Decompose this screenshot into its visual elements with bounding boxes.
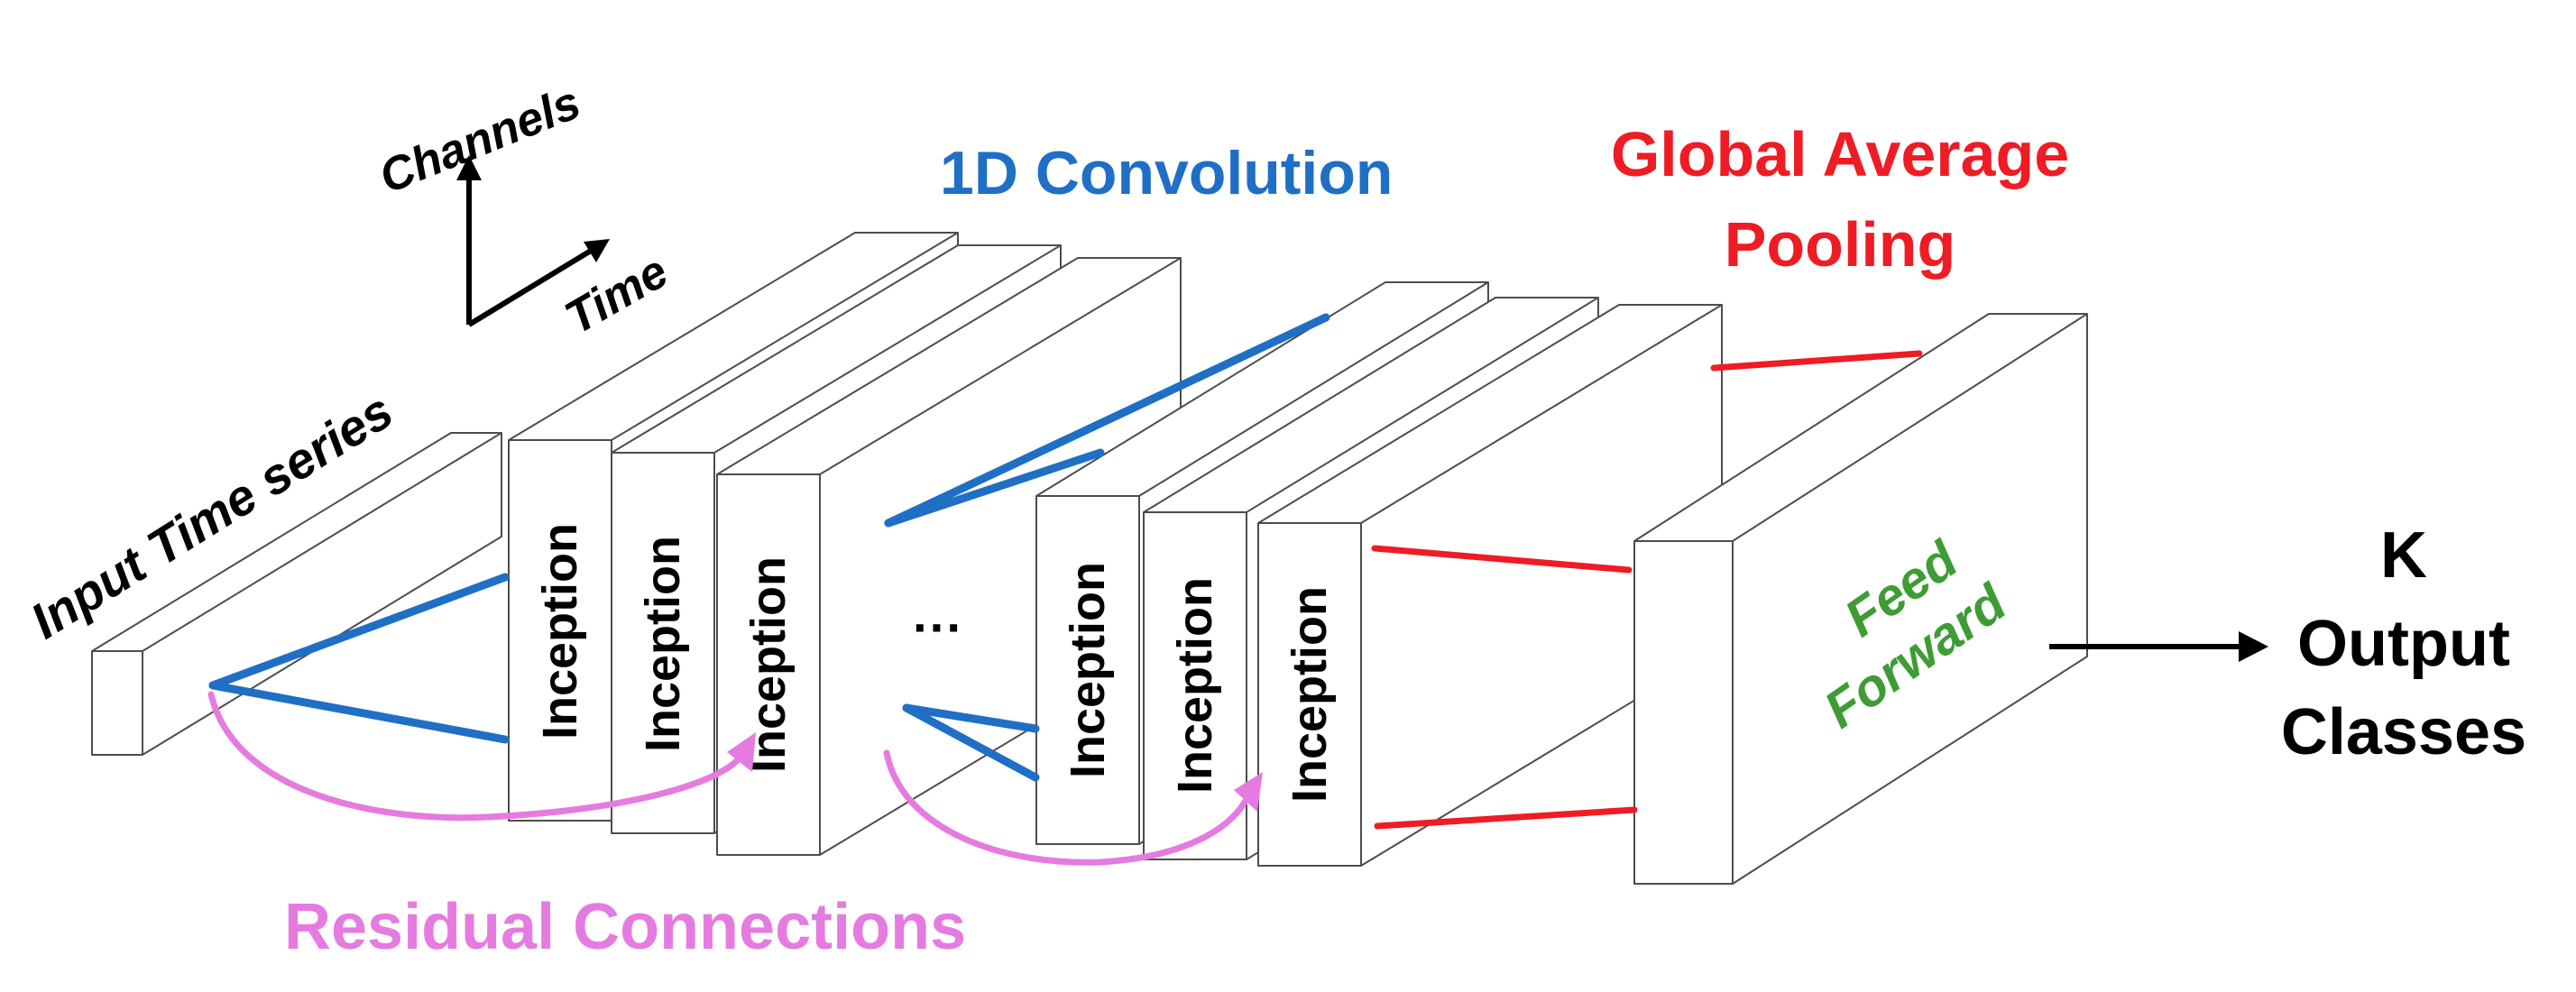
channels-label: Channels — [373, 77, 588, 204]
inception-label-6: Inception — [1283, 586, 1337, 803]
conv-line — [902, 703, 1040, 782]
residual-arrowhead-1 — [727, 732, 756, 772]
channels-arrowhead — [456, 155, 482, 180]
pooling-label-line1: Global Average — [1611, 119, 2069, 189]
inception-label-5: Inception — [1168, 577, 1222, 794]
conv-line — [208, 573, 510, 690]
residual-label: Residual Connections — [284, 891, 966, 963]
pooling-line — [1371, 545, 1633, 574]
time-arrowhead — [584, 239, 610, 262]
residual-arrowhead-2 — [1234, 772, 1263, 812]
inception-label-4: Inception — [1061, 562, 1115, 778]
pooling-line — [1710, 350, 1923, 372]
conv-line — [884, 448, 1105, 528]
output-arrowhead — [2239, 631, 2268, 662]
output-label-line1: K — [2380, 519, 2427, 592]
residual-arcs — [207, 691, 1263, 866]
output-label-line3: Classes — [2281, 696, 2526, 768]
input-series-box — [91, 432, 502, 756]
residual-arc-2 — [883, 749, 1253, 866]
ellipsis: ··· — [913, 599, 963, 656]
convolution-lines — [208, 313, 1330, 782]
pooling-line — [1374, 806, 1638, 830]
inception-labels: Inception Inception Inception Inception … — [533, 523, 1337, 803]
convolution-label: 1D Convolution — [940, 139, 1393, 207]
residual-arc-1 — [207, 691, 745, 822]
inception-label-2: Inception — [636, 536, 690, 752]
pooling-lines — [1371, 350, 1923, 830]
conv-line — [208, 681, 510, 744]
pooling-label-line2: Pooling — [1725, 209, 1956, 280]
conv-line — [902, 703, 1040, 733]
feed-forward-box — [1633, 313, 2088, 885]
conv-line — [884, 313, 1330, 528]
axis-indicator: Channels Time — [373, 77, 677, 345]
time-axis — [467, 248, 593, 327]
output-label-line2: Output — [2297, 608, 2510, 680]
inception-label-1: Inception — [533, 523, 587, 739]
